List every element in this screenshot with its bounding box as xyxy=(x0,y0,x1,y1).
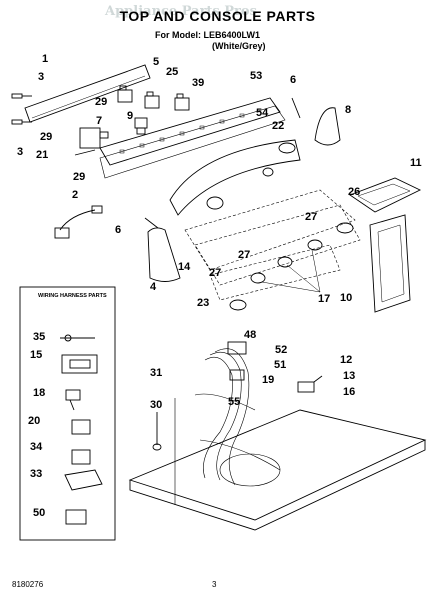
end-cap-left-part xyxy=(147,227,181,282)
page-number: 3 xyxy=(212,580,217,589)
callout-22: 22 xyxy=(272,120,284,132)
plug-30-part xyxy=(152,412,162,451)
watermark-text: Appliance Parts Pros xyxy=(105,4,257,19)
harness-part-35 xyxy=(60,334,95,342)
harness-part-20 xyxy=(71,419,91,435)
screw-6b-part xyxy=(291,97,301,119)
harness-callout-33: 33 xyxy=(30,468,42,480)
callout-29a: 29 xyxy=(40,131,52,143)
callout-13: 13 xyxy=(343,370,355,382)
callout-2: 2 xyxy=(72,189,78,201)
cabinet-top-part xyxy=(128,409,427,521)
switch-25-part xyxy=(144,91,160,109)
lint-screen-part xyxy=(349,177,422,213)
screw-left-top-part xyxy=(11,93,32,99)
footer-code: 8180276 xyxy=(12,580,44,589)
control-panel-bracket-part xyxy=(99,97,281,166)
callout-29c: 29 xyxy=(95,96,107,108)
callout-31: 31 xyxy=(150,367,162,379)
hinge-part xyxy=(297,375,323,393)
callout-51: 51 xyxy=(274,359,286,371)
callout-6a: 6 xyxy=(290,74,296,86)
harness-box-frame xyxy=(19,286,116,541)
callout-25: 25 xyxy=(166,66,178,78)
callout-48: 48 xyxy=(244,329,256,341)
connector-51-part xyxy=(229,369,245,381)
harness-part-50 xyxy=(65,509,87,525)
harness-part-18 xyxy=(65,389,81,411)
harness-box-labels: WIRING HARNESS PARTS 35 15 18 20 34 33 5… xyxy=(28,293,107,519)
callout-55: 55 xyxy=(228,396,240,408)
end-cap-part xyxy=(278,142,296,154)
knob-27a-part xyxy=(307,239,323,251)
callout-16: 16 xyxy=(343,386,355,398)
callout-14: 14 xyxy=(178,261,191,273)
callout-39: 39 xyxy=(192,77,204,89)
harness-callout-50: 50 xyxy=(33,507,45,519)
callout-labels: 1 3 3 29 21 29 2 5 25 39 53 29 9 7 54 22… xyxy=(17,53,422,411)
lint-filter-housing-part xyxy=(369,214,411,313)
callout-1: 1 xyxy=(42,53,48,65)
page-title: TOP AND CONSOLE PARTS xyxy=(119,8,316,24)
callout-11: 11 xyxy=(410,157,422,169)
harness-part-15 xyxy=(61,354,98,374)
knob-9-part xyxy=(134,117,148,135)
screw-29-part xyxy=(74,149,96,156)
callout-27a: 27 xyxy=(305,211,317,223)
callout-53: 53 xyxy=(250,70,262,82)
callout-54: 54 xyxy=(256,107,269,119)
callout-6b: 6 xyxy=(115,224,121,236)
callout-30: 30 xyxy=(150,399,162,411)
end-cap-right-part xyxy=(314,107,341,146)
connector-52-part xyxy=(227,341,247,355)
knob-27b-part xyxy=(277,256,293,268)
callout-8: 8 xyxy=(345,104,351,116)
callout-23: 23 xyxy=(197,297,209,309)
knob-26-part xyxy=(336,222,354,234)
callout-29b: 29 xyxy=(73,171,85,183)
console-part xyxy=(169,139,301,216)
harness-callout-18: 18 xyxy=(33,387,45,399)
harness-part-33 xyxy=(64,469,103,491)
main-wire-harness-part xyxy=(194,348,281,487)
callout-3a: 3 xyxy=(38,71,44,83)
callout-5: 5 xyxy=(153,56,159,68)
callout-4: 4 xyxy=(150,281,157,293)
callout-19: 19 xyxy=(262,374,274,386)
knob-27c-part xyxy=(250,272,266,284)
harness-callout-34: 34 xyxy=(30,441,43,453)
wire-harness-2-part xyxy=(54,205,103,239)
harness-callout-15: 15 xyxy=(30,349,42,361)
callout-12: 12 xyxy=(340,354,352,366)
color-line: (White/Grey) xyxy=(212,41,266,51)
callout-17: 17 xyxy=(318,293,330,305)
harness-part-34 xyxy=(71,449,91,465)
model-line: For Model: LEB6400LW1 xyxy=(155,30,261,40)
callout-27b: 27 xyxy=(238,249,250,261)
harness-callout-35: 35 xyxy=(33,331,45,343)
knob-23-part xyxy=(229,299,247,311)
timer-part xyxy=(79,127,109,149)
callout-52: 52 xyxy=(275,344,287,356)
callout-21: 21 xyxy=(36,149,48,161)
callout-10: 10 xyxy=(340,292,352,304)
callout-26: 26 xyxy=(348,186,360,198)
callout-7: 7 xyxy=(96,115,102,127)
callout-3b: 3 xyxy=(17,146,23,158)
harness-callout-20: 20 xyxy=(28,415,40,427)
screw-left-bottom-part xyxy=(11,119,32,125)
callout-27c: 27 xyxy=(209,267,221,279)
back-panel-part xyxy=(24,64,151,123)
screw-6-part xyxy=(144,217,159,229)
switch-5-part xyxy=(117,85,133,103)
switch-39-part xyxy=(174,93,190,111)
harness-box-title: WIRING HARNESS PARTS xyxy=(38,293,107,299)
callout-9: 9 xyxy=(127,110,133,122)
